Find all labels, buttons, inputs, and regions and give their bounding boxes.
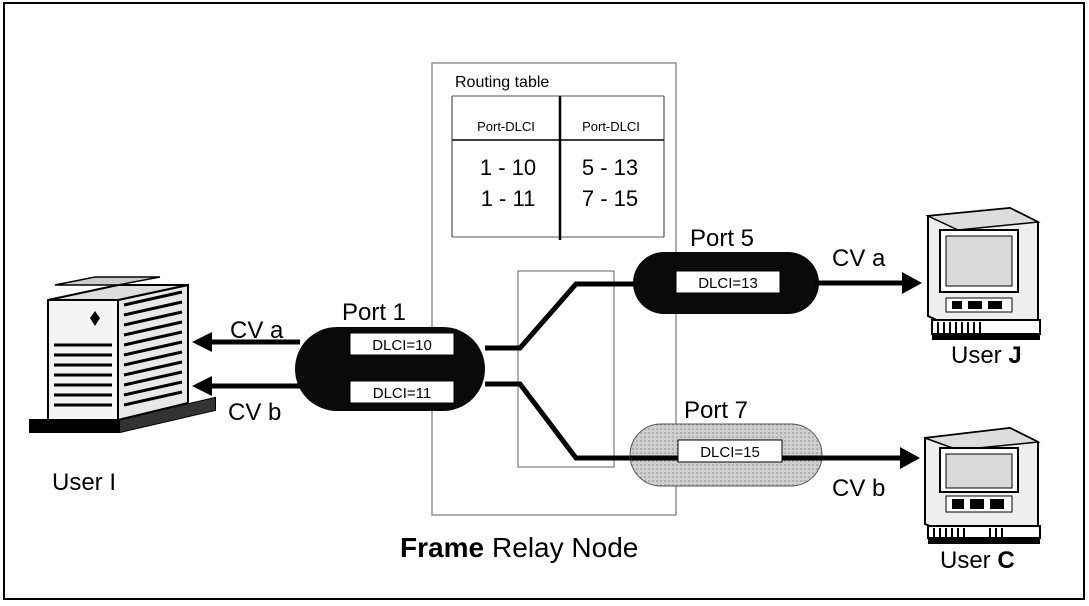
routing-table: Routing table Port-DLCI Port-DLCI 1 - 10… — [452, 74, 664, 240]
user-i-server-icon — [30, 277, 215, 432]
table-header-right: Port-DLCI — [582, 119, 640, 134]
user-c-terminal-icon — [925, 428, 1040, 544]
table-header-left: Port-DLCI — [477, 119, 535, 134]
cv-a-right-label: CV a — [832, 245, 886, 272]
user-i-label: User I — [52, 469, 116, 496]
cv-b-left-label: CV b — [228, 399, 281, 426]
cv-a-right-arrow-head — [902, 272, 922, 294]
port1-dlci-bottom: DLCI=11 — [373, 385, 432, 402]
user-c-label: User C — [940, 547, 1015, 574]
node-caption-rest: Relay Node — [492, 532, 638, 563]
node-caption-bold: Frame — [400, 532, 484, 563]
cv-b-right-label: CV b — [832, 475, 885, 502]
cv-b-right-arrow-head — [900, 447, 920, 469]
table-cell: 1 - 10 — [480, 155, 536, 180]
port5-dlci: DLCI=13 — [698, 275, 758, 292]
user-j-terminal-icon — [928, 208, 1040, 340]
port7-dlci: DLCI=15 — [700, 444, 760, 461]
table-cell: 5 - 13 — [582, 155, 638, 180]
user-j-label: User J — [951, 342, 1022, 369]
port7-label: Port 7 — [684, 397, 748, 424]
port5-label: Port 5 — [690, 225, 754, 252]
cv-b-left-arrow-head — [192, 376, 212, 396]
route-path-b — [485, 384, 640, 458]
table-cell: 7 - 15 — [582, 186, 638, 211]
user-c-letter: C — [997, 547, 1014, 574]
cv-a-left-label: CV a — [230, 317, 284, 344]
routing-table-title: Routing table — [455, 74, 549, 91]
port1-dlci-top: DLCI=10 — [372, 337, 432, 354]
user-c-prefix: User — [940, 547, 991, 574]
table-cell: 1 - 11 — [481, 186, 536, 211]
node-caption: Frame Relay Node — [400, 532, 638, 563]
user-j-prefix: User — [951, 342, 1002, 369]
route-path-a — [485, 284, 640, 348]
switch-fabric-box — [518, 271, 614, 467]
user-j-letter: J — [1008, 342, 1021, 369]
cv-a-left-arrow-head — [192, 332, 212, 352]
port1-label: Port 1 — [342, 299, 406, 326]
